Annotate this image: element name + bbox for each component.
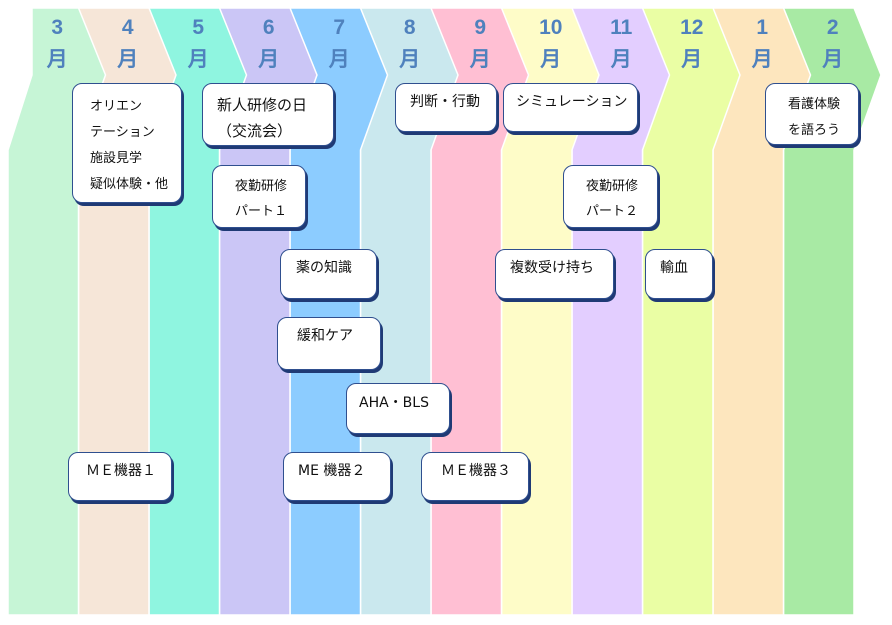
month-kanji: 月 xyxy=(258,48,280,71)
event-card-line: 看護体験 xyxy=(788,97,841,112)
month-label-12: 12 月 xyxy=(662,12,722,76)
month-number: 1 xyxy=(756,16,769,39)
month-band-3 xyxy=(7,7,107,616)
month-number: 8 xyxy=(403,16,416,39)
month-kanji: 月 xyxy=(681,48,703,71)
event-card-line: 薬の知識 xyxy=(296,260,352,276)
event-card-line: シミュレーション xyxy=(516,94,628,110)
month-number: 12 xyxy=(680,16,704,39)
month-kanji: 月 xyxy=(751,48,773,71)
event-card-line: ME 機器２ xyxy=(298,463,366,479)
month-number: 6 xyxy=(262,16,275,39)
event-card-line: 輸血 xyxy=(660,260,688,276)
month-label-10: 10 月 xyxy=(521,12,581,76)
event-card-judgment-action: 判断・行動 xyxy=(395,83,497,132)
month-kanji: 月 xyxy=(399,48,421,71)
event-card-palliative-care: 緩和ケア xyxy=(277,317,381,370)
event-card-line: を語ろう xyxy=(788,123,841,138)
event-card-line: 緩和ケア xyxy=(297,328,353,344)
month-kanji: 月 xyxy=(610,48,632,71)
month-number: 7 xyxy=(333,16,346,39)
event-card-aha-bls: AHA・BLS xyxy=(346,383,450,434)
event-card-line: 疑似体験・他 xyxy=(90,177,169,192)
event-card-line: テーション xyxy=(90,125,155,140)
month-kanji: 月 xyxy=(822,48,844,71)
event-card-multiple-patients: 複数受け持ち xyxy=(495,249,614,299)
event-card-line: パート１ xyxy=(235,204,288,219)
month-kanji: 月 xyxy=(46,48,68,71)
event-card-me-equipment-2: ME 機器２ xyxy=(283,452,391,501)
event-card-me-equipment-3: ＭＥ機器３ xyxy=(421,452,529,501)
month-number: 2 xyxy=(826,16,839,39)
event-card-line: パート２ xyxy=(586,204,639,219)
month-number: 5 xyxy=(192,16,205,39)
event-card-me-equipment-1: ＭＥ機器１ xyxy=(68,452,172,501)
event-card-line: 夜勤研修 xyxy=(235,179,288,194)
month-number: 11 xyxy=(610,16,633,39)
event-card-orientation: オリエンテーション施設見学疑似体験・他 xyxy=(72,83,182,203)
event-card-line: 新人研修の日 xyxy=(217,96,308,114)
event-card-line: AHA・BLS xyxy=(359,395,429,411)
event-card-night-shift-1: 夜勤研修パート１ xyxy=(212,165,306,228)
month-kanji: 月 xyxy=(540,48,562,71)
event-card-line: 施設見学 xyxy=(90,151,143,166)
event-card-line: オリエン xyxy=(90,99,143,114)
event-card-new-staff-day: 新人研修の日 （交流会） xyxy=(202,83,334,146)
month-number: 3 xyxy=(51,16,64,39)
event-card-blood-transfusion: 輸血 xyxy=(645,249,713,299)
month-kanji: 月 xyxy=(328,48,350,71)
event-card-line: （交流会） xyxy=(217,122,293,140)
event-card-medicine-knowledge: 薬の知識 xyxy=(280,249,377,299)
month-number: 10 xyxy=(539,16,563,39)
event-card-line: ＭＥ機器１ xyxy=(86,463,156,479)
month-number: 4 xyxy=(121,16,134,39)
month-kanji: 月 xyxy=(469,48,491,71)
event-card-line: 夜勤研修 xyxy=(586,179,639,194)
month-kanji: 月 xyxy=(187,48,209,71)
month-kanji: 月 xyxy=(117,48,139,71)
month-label-11: 11 月 xyxy=(591,12,651,76)
event-card-line: 複数受け持ち xyxy=(510,260,594,276)
event-card-simulation: シミュレーション xyxy=(503,83,638,132)
event-card-line: ＭＥ機器３ xyxy=(441,463,511,479)
event-card-talk-nursing: 看護体験を語ろう xyxy=(765,83,859,145)
month-number: 9 xyxy=(474,16,487,39)
event-card-line: 判断・行動 xyxy=(410,94,480,110)
event-card-night-shift-2: 夜勤研修パート２ xyxy=(563,165,658,228)
